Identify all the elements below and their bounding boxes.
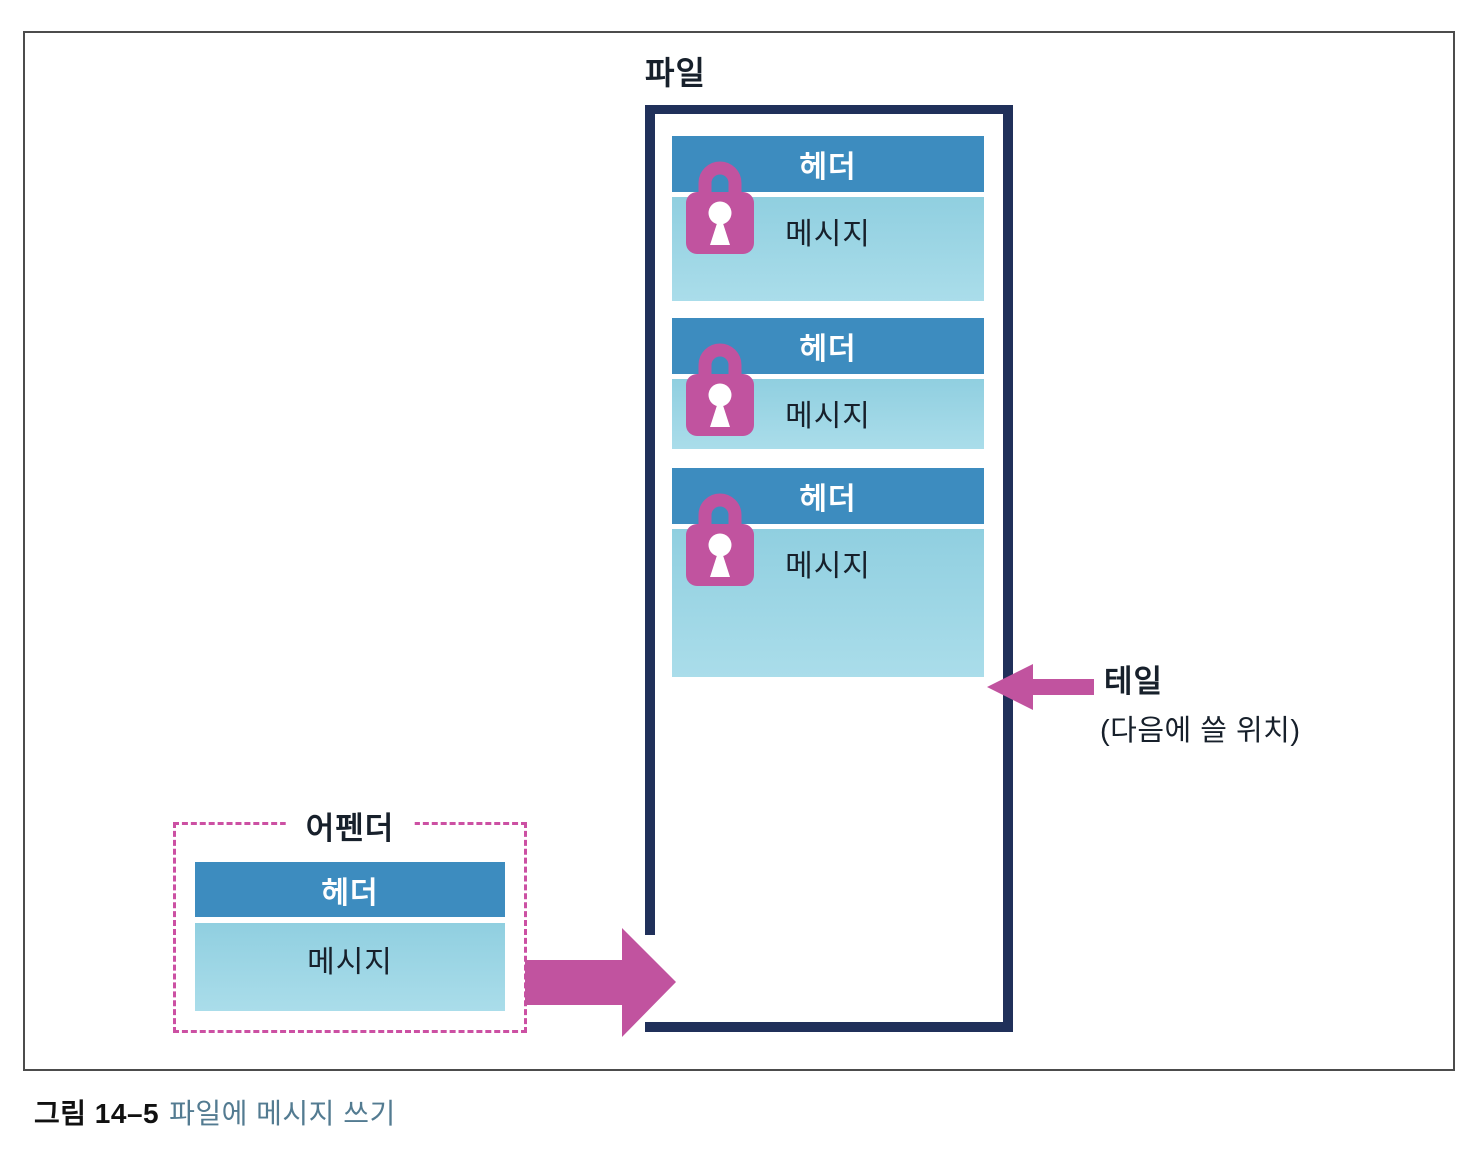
- tail-sublabel: (다음에 쓸 위치): [1100, 715, 1301, 747]
- appender-label: 어펜더: [285, 803, 415, 848]
- file-record-3: 헤더 메시지: [672, 468, 984, 677]
- file-record-2: 헤더 메시지: [672, 318, 984, 449]
- figure-caption: 그림 14–5 파일에 메시지 쓰기: [34, 1092, 396, 1132]
- record-message: 메시지: [195, 923, 505, 1011]
- file-box-border-bottom: [645, 1022, 1013, 1032]
- file-box-border-left: [645, 105, 655, 935]
- tail-label: 테일: [1104, 664, 1164, 699]
- file-box-border-top: [645, 105, 1013, 114]
- figure-caption-number: 그림 14–5: [34, 1098, 160, 1129]
- appender-box: 어펜더 헤더 메시지: [173, 803, 527, 1033]
- appender-record: 헤더 메시지: [195, 862, 505, 1011]
- file-label: 파일: [645, 55, 706, 91]
- record-header: 헤더: [195, 862, 505, 917]
- file-box-border-right: [1003, 105, 1013, 1032]
- lock-icon: [686, 493, 754, 586]
- file-record-1: 헤더 메시지: [672, 136, 984, 301]
- lock-icon: [686, 343, 754, 436]
- arrow-right-icon: [525, 928, 676, 1037]
- lock-icon: [686, 161, 754, 254]
- arrow-left-icon: [987, 664, 1094, 710]
- figure-caption-text: 파일에 메시지 쓰기: [169, 1098, 396, 1129]
- record-header: 헤더: [672, 136, 984, 192]
